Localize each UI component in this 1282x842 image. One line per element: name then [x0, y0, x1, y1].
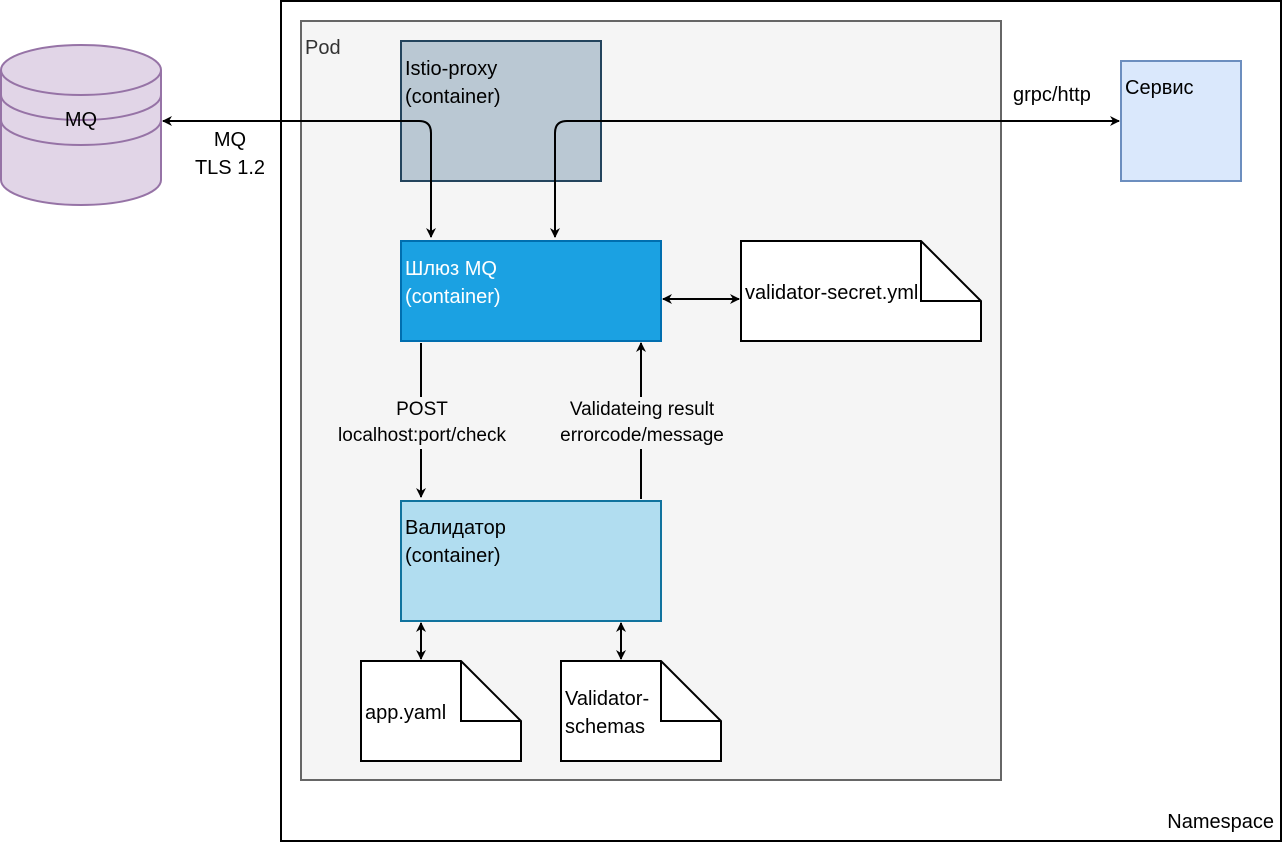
- validator-label-line2: (container): [405, 545, 501, 567]
- post-edge-label: POST localhost:port/check: [321, 397, 523, 449]
- gateway-mq-container: [400, 240, 662, 342]
- istio-proxy-label: Istio-proxy (container): [405, 55, 501, 111]
- validator-label: Валидатор (container): [405, 514, 506, 570]
- namespace-label: Namespace: [1167, 811, 1274, 833]
- validator-schemas-file-label-line1: Validator-: [565, 688, 650, 710]
- mq-link-label: MQ TLS 1.2: [180, 126, 280, 182]
- validator-schemas-file-label: Validator- schemas: [565, 685, 649, 741]
- validator-schemas-file: [560, 660, 722, 762]
- edge-service-to-gateway: [550, 116, 1120, 238]
- service-link-label: grpc/http: [1013, 84, 1091, 106]
- service-box: [1120, 60, 1242, 182]
- app-yaml-file-label: app.yaml: [365, 702, 447, 724]
- post-edge-label-line1: POST: [396, 399, 448, 420]
- gateway-mq-label: Шлюз MQ (container): [405, 255, 501, 311]
- app-yaml-file: [360, 660, 522, 762]
- post-edge-label-line2: localhost:port/check: [338, 425, 506, 446]
- edge-mq-to-gateway: [162, 116, 436, 238]
- validator-secret-file-label: validator-secret.yml: [745, 282, 919, 304]
- istio-proxy-label-line1: Istio-proxy: [405, 58, 498, 80]
- pod-label: Pod: [305, 37, 341, 59]
- mq-database-label: MQ: [64, 109, 98, 131]
- mq-link-label-line2: TLS 1.2: [194, 157, 266, 179]
- validator-label-line1: Валидатор: [405, 517, 506, 539]
- service-label: Сервис: [1125, 77, 1194, 99]
- result-edge-label-line1: Validateing result: [569, 399, 715, 420]
- gateway-mq-label-line1: Шлюз MQ: [405, 258, 497, 280]
- result-edge-label: Validateing result errorcode/message: [546, 397, 738, 449]
- validator-container: [400, 500, 662, 622]
- mq-database: [0, 44, 162, 206]
- gateway-mq-label-line2: (container): [405, 286, 501, 308]
- mq-link-label-line1: MQ: [213, 129, 247, 151]
- result-edge-label-line2: errorcode/message: [560, 425, 724, 446]
- istio-proxy-label-line2: (container): [405, 86, 501, 108]
- validator-secret-file: [740, 240, 982, 342]
- validator-schemas-file-label-line2: schemas: [565, 716, 646, 738]
